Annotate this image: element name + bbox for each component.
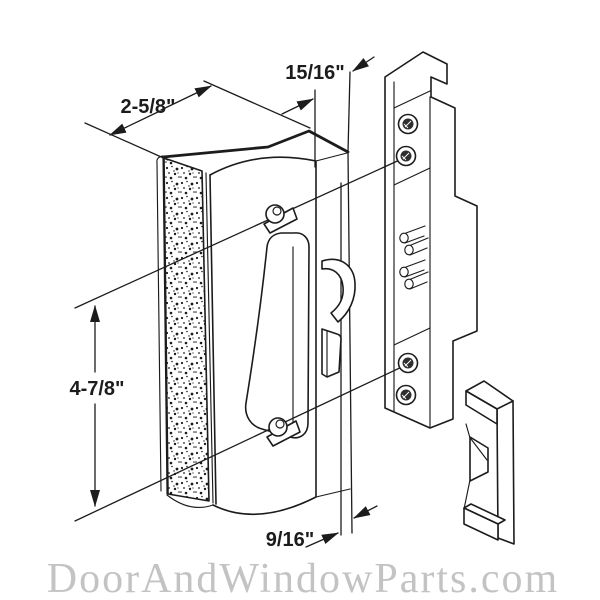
latch-tab bbox=[321, 328, 342, 378]
dimension-label-width: 2-5/8" bbox=[120, 96, 175, 118]
grip-recess bbox=[244, 232, 310, 439]
dimension-lines bbox=[74, 56, 407, 548]
handle-screw-top bbox=[263, 204, 298, 234]
screw-hole-icon bbox=[395, 384, 417, 406]
handle-top-ridge bbox=[161, 129, 350, 159]
latch-housing bbox=[384, 51, 478, 429]
mounting-plate-stipple bbox=[163, 157, 210, 502]
latch-pins bbox=[399, 225, 429, 290]
handle-screw-bottom bbox=[266, 417, 301, 447]
hook-latch bbox=[321, 258, 356, 323]
dimension-label-depth: 15/16" bbox=[285, 62, 345, 84]
screw-hole-icon bbox=[397, 113, 419, 135]
screw-hole-icon bbox=[395, 145, 417, 167]
latch-screws bbox=[395, 113, 419, 406]
dimension-label-offset: 9/16" bbox=[266, 529, 314, 551]
screw-hole-icon bbox=[397, 352, 419, 374]
watermark-text: DoorAndWindowParts.com bbox=[47, 556, 559, 600]
handle-body bbox=[156, 71, 353, 534]
keeper-bracket bbox=[463, 380, 515, 545]
dimension-label-screw-spacing: 4-7/8" bbox=[69, 378, 124, 400]
